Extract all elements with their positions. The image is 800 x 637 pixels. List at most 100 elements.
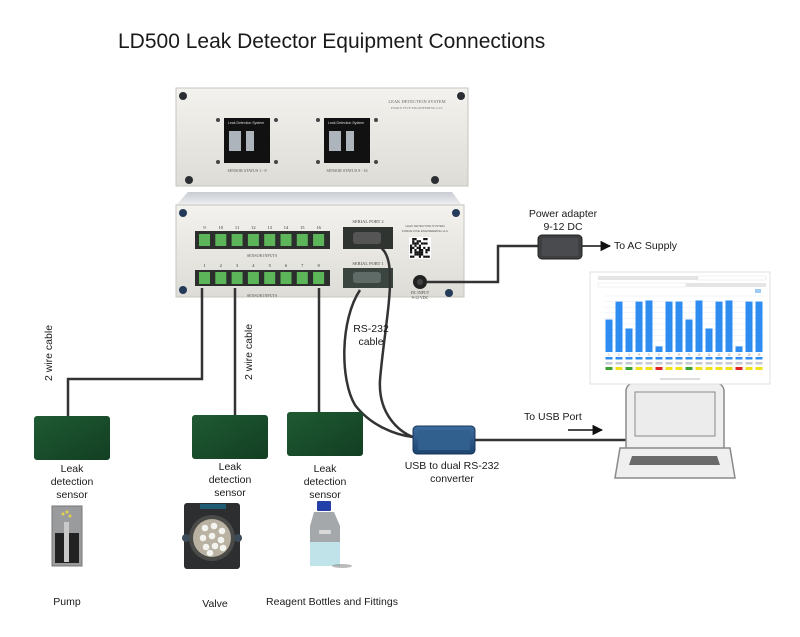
input-number: 5: [269, 263, 272, 268]
screw-icon: [452, 209, 460, 217]
sensor-reading-cell: [745, 362, 753, 365]
rs232-cable-2: [378, 245, 414, 439]
sensor-tick-label: 12: [718, 354, 721, 357]
input-number: 13: [267, 225, 272, 230]
sensor-tick-label: 8: [678, 354, 680, 357]
svg-text:SERIAL PORT 2: SERIAL PORT 2: [352, 219, 383, 224]
sensor-bar: [685, 319, 693, 352]
svg-text:LEAK DETECTION SYSTEM: LEAK DETECTION SYSTEM: [405, 224, 445, 228]
input-number: 15: [300, 225, 305, 230]
terminal-block: [313, 272, 325, 284]
terminal-block: [264, 272, 276, 284]
sensor-tick-label: 14: [738, 354, 741, 357]
svg-text:FORCE FIVE ENGINEERING LLC: FORCE FIVE ENGINEERING LLC: [402, 229, 449, 233]
sensor-status-badge: [715, 367, 723, 370]
sensor-tick-label: 11: [708, 354, 711, 357]
subtab-history: [686, 283, 766, 287]
screw-icon: [431, 176, 439, 184]
tab-sensor-settings: [598, 276, 698, 280]
screw-icon: [179, 92, 187, 100]
input-number: 14: [284, 225, 289, 230]
sensor-reading-cell: [605, 362, 613, 365]
sensor-reading-cell: [715, 362, 723, 365]
sensor-bar-cell: [655, 357, 663, 360]
sensor-bar: [755, 301, 763, 352]
tab-detector-home: [697, 275, 767, 281]
sensor-tick-label: 10: [698, 354, 701, 357]
sensor-tick-label: 13: [728, 354, 731, 357]
terminal-block: [247, 272, 259, 284]
leak-sensor-1: [34, 416, 110, 460]
input-number: 7: [301, 263, 304, 268]
sensor-status-badge: [655, 367, 663, 370]
input-number: 11: [235, 225, 239, 230]
sensor-bar-cell: [675, 357, 683, 360]
sensor-tick-label: 16: [758, 354, 761, 357]
sensor-tick-label: 7: [668, 354, 670, 357]
to-ac-supply-label: To AC Supply: [614, 240, 678, 252]
svg-text:SENSOR STATUS 9 - 16: SENSOR STATUS 9 - 16: [326, 168, 367, 173]
input-number: 1: [203, 263, 205, 268]
svg-text:Leak Detection System: Leak Detection System: [328, 121, 364, 125]
sensor-status-badge: [685, 367, 693, 370]
sensor-bar-cell: [715, 357, 723, 360]
valve-label: Valve: [202, 598, 228, 610]
sensor-reading-cell: [755, 362, 763, 365]
sensor-bar: [675, 301, 683, 352]
svg-text:SENSOR INPUTS: SENSOR INPUTS: [247, 253, 277, 258]
sensor-reading-cell: [725, 362, 733, 365]
sensor-bar-cell: [735, 357, 743, 360]
sensor-reading-cell: [685, 362, 693, 365]
svg-text:SENSOR STATUS 1 - 8: SENSOR STATUS 1 - 8: [227, 168, 266, 173]
sensor-status-badge: [625, 367, 633, 370]
svg-text:SERIAL PORT 1: SERIAL PORT 1: [352, 261, 383, 266]
dc-cable: [427, 244, 538, 284]
sensor-bar: [715, 301, 723, 352]
sensor-inputs-9-16: [195, 231, 330, 249]
sensor-bar: [605, 319, 613, 352]
reagent-bottles-label: Reagent Bottles and Fittings: [266, 596, 398, 608]
screw-icon: [445, 289, 453, 297]
input-number: 16: [316, 225, 321, 230]
sensor-bar-cell: [615, 357, 623, 360]
sensor-status-badge: [605, 367, 613, 370]
sensor-bar: [725, 300, 733, 352]
sensor-tick-label: 6: [658, 354, 660, 357]
terminal-block: [247, 234, 259, 246]
sensor-reading-cell: [695, 362, 703, 365]
input-number: 12: [251, 225, 256, 230]
sensor-status-badge: [675, 367, 683, 370]
sensor-bar: [615, 301, 623, 352]
pump-label: Pump: [53, 596, 81, 608]
sensor-bar-cell: [635, 357, 643, 360]
sensor-bar-cell: [665, 357, 673, 360]
two-wire-cable-label-left: 2 wire cable: [43, 324, 55, 381]
terminal-block: [296, 234, 308, 246]
sensor-bar-cell: [725, 357, 733, 360]
sensor-tick-label: 5: [648, 354, 650, 357]
terminal-block: [199, 234, 210, 246]
sensor-reading-cell: [615, 362, 623, 365]
sensor-status-badge: [665, 367, 673, 370]
terminal-block: [313, 234, 325, 246]
svg-text:SENSOR INPUTS: SENSOR INPUTS: [247, 293, 277, 298]
sensor-reading-cell: [635, 362, 643, 365]
input-number: 3: [236, 263, 239, 268]
sensor-bar-cell: [695, 357, 703, 360]
sensor-bar-cell: [705, 357, 713, 360]
leak-sensor-2: [192, 415, 268, 459]
refresh-icon: [755, 289, 761, 293]
screw-icon: [457, 92, 465, 100]
screw-icon: [179, 286, 187, 294]
sensor-bar-cell: [685, 357, 693, 360]
terminal-block: [296, 272, 308, 284]
laptop-icon: [614, 382, 736, 479]
qr-code-icon: [409, 237, 431, 259]
sensor-reading-cell: [655, 362, 663, 365]
input-number: 6: [285, 263, 288, 268]
sensor-reading-cell: [735, 362, 743, 365]
sensor-status-badge: [645, 367, 653, 370]
